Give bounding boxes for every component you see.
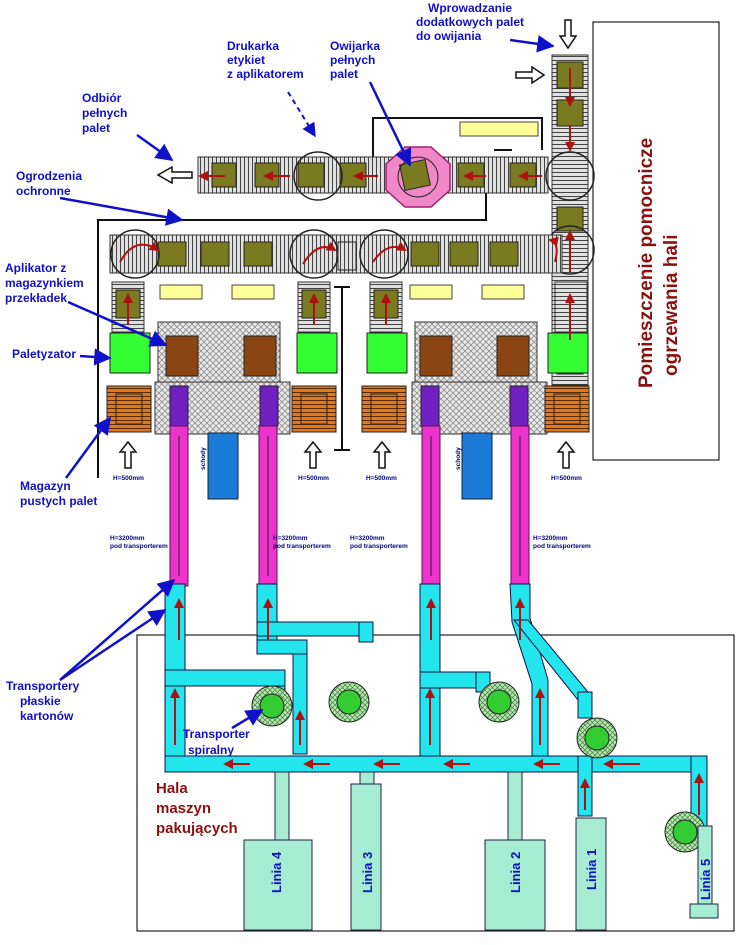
flow-arrows bbox=[119, 68, 704, 815]
svg-text:przekładek: przekładek bbox=[5, 291, 67, 305]
stairs-label: schody bbox=[455, 447, 462, 470]
svg-text:płaskie: płaskie bbox=[20, 694, 61, 708]
svg-text:pustych palet: pustych palet bbox=[20, 494, 97, 508]
transportery-label: Transportery płaskie kartonów bbox=[6, 679, 80, 723]
odbior-label: Odbiór pełnych palet bbox=[82, 91, 127, 135]
collecting-conveyor bbox=[109, 229, 563, 279]
pallet-wrapper bbox=[385, 146, 451, 208]
separator-sheet-stack bbox=[159, 121, 539, 300]
svg-text:maszyn: maszyn bbox=[156, 800, 211, 817]
height-3200-label: H=3200mm bbox=[350, 535, 385, 542]
spiralny-label: Transporter spiralny bbox=[183, 727, 250, 757]
under-conveyor-label: pod transporterem bbox=[110, 543, 168, 550]
svg-text:etykiet: etykiet bbox=[227, 53, 265, 67]
svg-text:ochronne: ochronne bbox=[16, 184, 71, 198]
height-500-label: H=500mm bbox=[366, 475, 397, 482]
svg-text:dodatkowych palet: dodatkowych palet bbox=[416, 15, 524, 29]
height-500-label: H=500mm bbox=[551, 475, 582, 482]
auxiliary-room-label-line1: Pomieszczenie pomocnicze bbox=[636, 138, 657, 388]
svg-text:pełnych: pełnych bbox=[82, 106, 127, 120]
svg-text:Transporter: Transporter bbox=[183, 727, 250, 741]
svg-text:Drukarka: Drukarka bbox=[227, 39, 279, 53]
svg-text:pełnych: pełnych bbox=[330, 53, 375, 67]
ogrodzenia-label: Ogrodzenia ochronne bbox=[16, 169, 82, 198]
line-5-label: Linia 5 bbox=[698, 859, 713, 900]
svg-text:pakujących: pakujących bbox=[156, 820, 238, 837]
auxiliary-room bbox=[592, 21, 720, 461]
aplikator-label: Aplikator z magazynkiem przekładek bbox=[5, 261, 84, 305]
full-pallet-output-arrow bbox=[156, 165, 193, 185]
svg-text:Transportery: Transportery bbox=[6, 679, 80, 693]
magazyn-label: Magazyn pustych palet bbox=[20, 479, 97, 508]
height-500-label: H=500mm bbox=[298, 475, 329, 482]
line-4-label: Linia 4 bbox=[269, 851, 284, 893]
svg-text:Wprowadzanie: Wprowadzanie bbox=[428, 1, 512, 15]
paletyzator-label: Paletyzator bbox=[12, 347, 76, 361]
line-2-label: Linia 2 bbox=[508, 852, 523, 893]
svg-text:Hala: Hala bbox=[156, 780, 188, 797]
svg-text:Magazyn: Magazyn bbox=[20, 479, 71, 493]
under-conveyor-label: pod transporterem bbox=[273, 543, 331, 550]
extra-pallet-input-arrow bbox=[558, 19, 578, 50]
height-3200-label: H=3200mm bbox=[533, 535, 568, 542]
height-500-label: H=500mm bbox=[113, 475, 144, 482]
svg-text:z aplikatorem: z aplikatorem bbox=[227, 67, 304, 81]
svg-text:Aplikator z: Aplikator z bbox=[5, 261, 66, 275]
svg-text:Ogrodzenia: Ogrodzenia bbox=[16, 169, 82, 183]
svg-text:magazynkiem: magazynkiem bbox=[5, 276, 84, 290]
under-conveyor-label: pod transporterem bbox=[350, 543, 408, 550]
svg-text:Odbiór: Odbiór bbox=[82, 91, 122, 105]
packing-machines bbox=[243, 771, 719, 931]
empty-pallet-input-arrows bbox=[118, 440, 576, 469]
svg-text:spiralny: spiralny bbox=[188, 743, 234, 757]
height-3200-label: H=3200mm bbox=[273, 535, 308, 542]
under-conveyor-label: pod transporterem bbox=[533, 543, 591, 550]
line-3-label: Linia 3 bbox=[360, 852, 375, 893]
svg-text:palet: palet bbox=[330, 67, 358, 81]
stairs bbox=[461, 432, 493, 500]
wprowadzanie-label: Wprowadzanie dodatkowych palet do owijan… bbox=[416, 1, 524, 43]
stairs bbox=[207, 432, 239, 500]
owijarka-label: Owijarka pełnych palet bbox=[330, 39, 380, 81]
pallet-transfer-arrow bbox=[515, 65, 546, 85]
auxiliary-room-label-line2: ogrzewania hali bbox=[661, 235, 682, 376]
svg-text:palet: palet bbox=[82, 121, 110, 135]
stairs-label: schody bbox=[200, 447, 207, 470]
svg-text:Owijarka: Owijarka bbox=[330, 39, 380, 53]
height-3200-label: H=3200mm bbox=[110, 535, 145, 542]
drukarka-label: Drukarka etykiet z aplikatorem bbox=[227, 39, 304, 81]
hala-label: Hala maszyn pakujących bbox=[156, 780, 238, 837]
line-1-label: Linia 1 bbox=[584, 849, 599, 890]
svg-text:do owijania: do owijania bbox=[416, 29, 482, 43]
label-printer-station bbox=[293, 151, 343, 201]
flat-carton-conveyors bbox=[164, 583, 708, 827]
palletizer-line-columns bbox=[106, 281, 590, 435]
svg-text:kartonów: kartonów bbox=[20, 709, 74, 723]
